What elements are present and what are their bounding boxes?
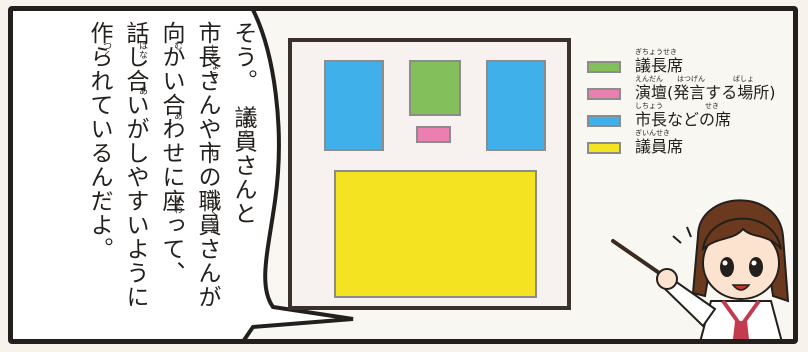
speech-line-2: 市長さんや市の職員さんが <box>189 21 225 321</box>
speech-text: そう。 議員さんと 市長さんや市の職員さんが 向かい合わせに座って、 話し合いが… <box>81 21 261 321</box>
speech-line-1: そう。 議員さんと <box>225 21 261 321</box>
legend-label: 市長などの席 <box>635 111 731 129</box>
legend-item-mayor: しちょう せき 市長などの席 <box>587 107 798 130</box>
legend-swatch-yellow <box>587 142 621 154</box>
speech-line-3: 向かい合わせに座って、 <box>153 21 189 321</box>
furigana: はな <box>137 41 146 59</box>
furigana: あ <box>137 86 146 95</box>
podium <box>416 126 451 143</box>
legend-label: 議員席 <box>635 138 683 156</box>
pointer-stick <box>613 241 665 277</box>
legend-ruby: ぎいんせき <box>635 129 670 137</box>
mayor-seats-right <box>486 60 546 151</box>
legend-item-members: ぎいんせき 議員席 <box>587 134 798 157</box>
furigana: む <box>172 41 181 50</box>
legend: ぎちょうせき 議長席 えんだん はつげん ばしょ 演壇(発言する場所) しちょう… <box>587 53 798 161</box>
chair-seat <box>409 60 461 116</box>
comic-panel: そう。 議員さんと 市長さんや市の職員さんが 向かい合わせに座って、 話し合いが… <box>8 6 798 344</box>
furigana: しちょう <box>208 44 217 80</box>
legend-ruby: えんだん はつげん ばしょ <box>635 75 754 83</box>
furigana: あ <box>172 111 181 120</box>
legend-swatch-pink <box>587 88 621 100</box>
legend-label: 演壇(発言する場所) <box>635 84 776 102</box>
legend-ruby: しちょう せき <box>635 102 719 110</box>
girl-character <box>603 181 798 344</box>
member-seats <box>334 170 537 298</box>
speech-line-4: 話し合いがしやすいように <box>117 21 153 321</box>
legend-ruby: ぎちょうせき <box>635 48 677 56</box>
furigana: し <box>208 148 217 157</box>
assembly-hall-diagram <box>288 38 571 310</box>
legend-item-podium: えんだん はつげん ばしょ 演壇(発言する場所) <box>587 80 798 103</box>
furigana: すわ <box>172 196 181 214</box>
furigana: つく <box>101 41 110 59</box>
speech-line-5: 作られているんだよ。 <box>81 21 117 321</box>
hand <box>657 269 677 289</box>
legend-item-chair: ぎちょうせき 議長席 <box>587 53 798 76</box>
legend-swatch-green <box>587 61 621 73</box>
legend-swatch-blue <box>587 115 621 127</box>
legend-label: 議長席 <box>635 57 683 75</box>
furigana: しょくいん <box>208 189 217 234</box>
furigana: ぎいん <box>240 111 249 138</box>
mayor-seats-left <box>324 60 384 151</box>
